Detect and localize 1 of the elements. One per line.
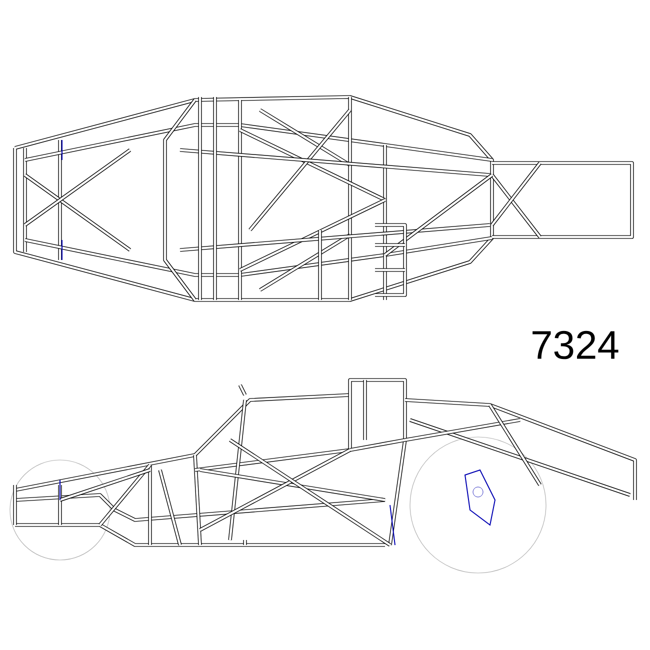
part-number: 7324 — [532, 330, 618, 360]
